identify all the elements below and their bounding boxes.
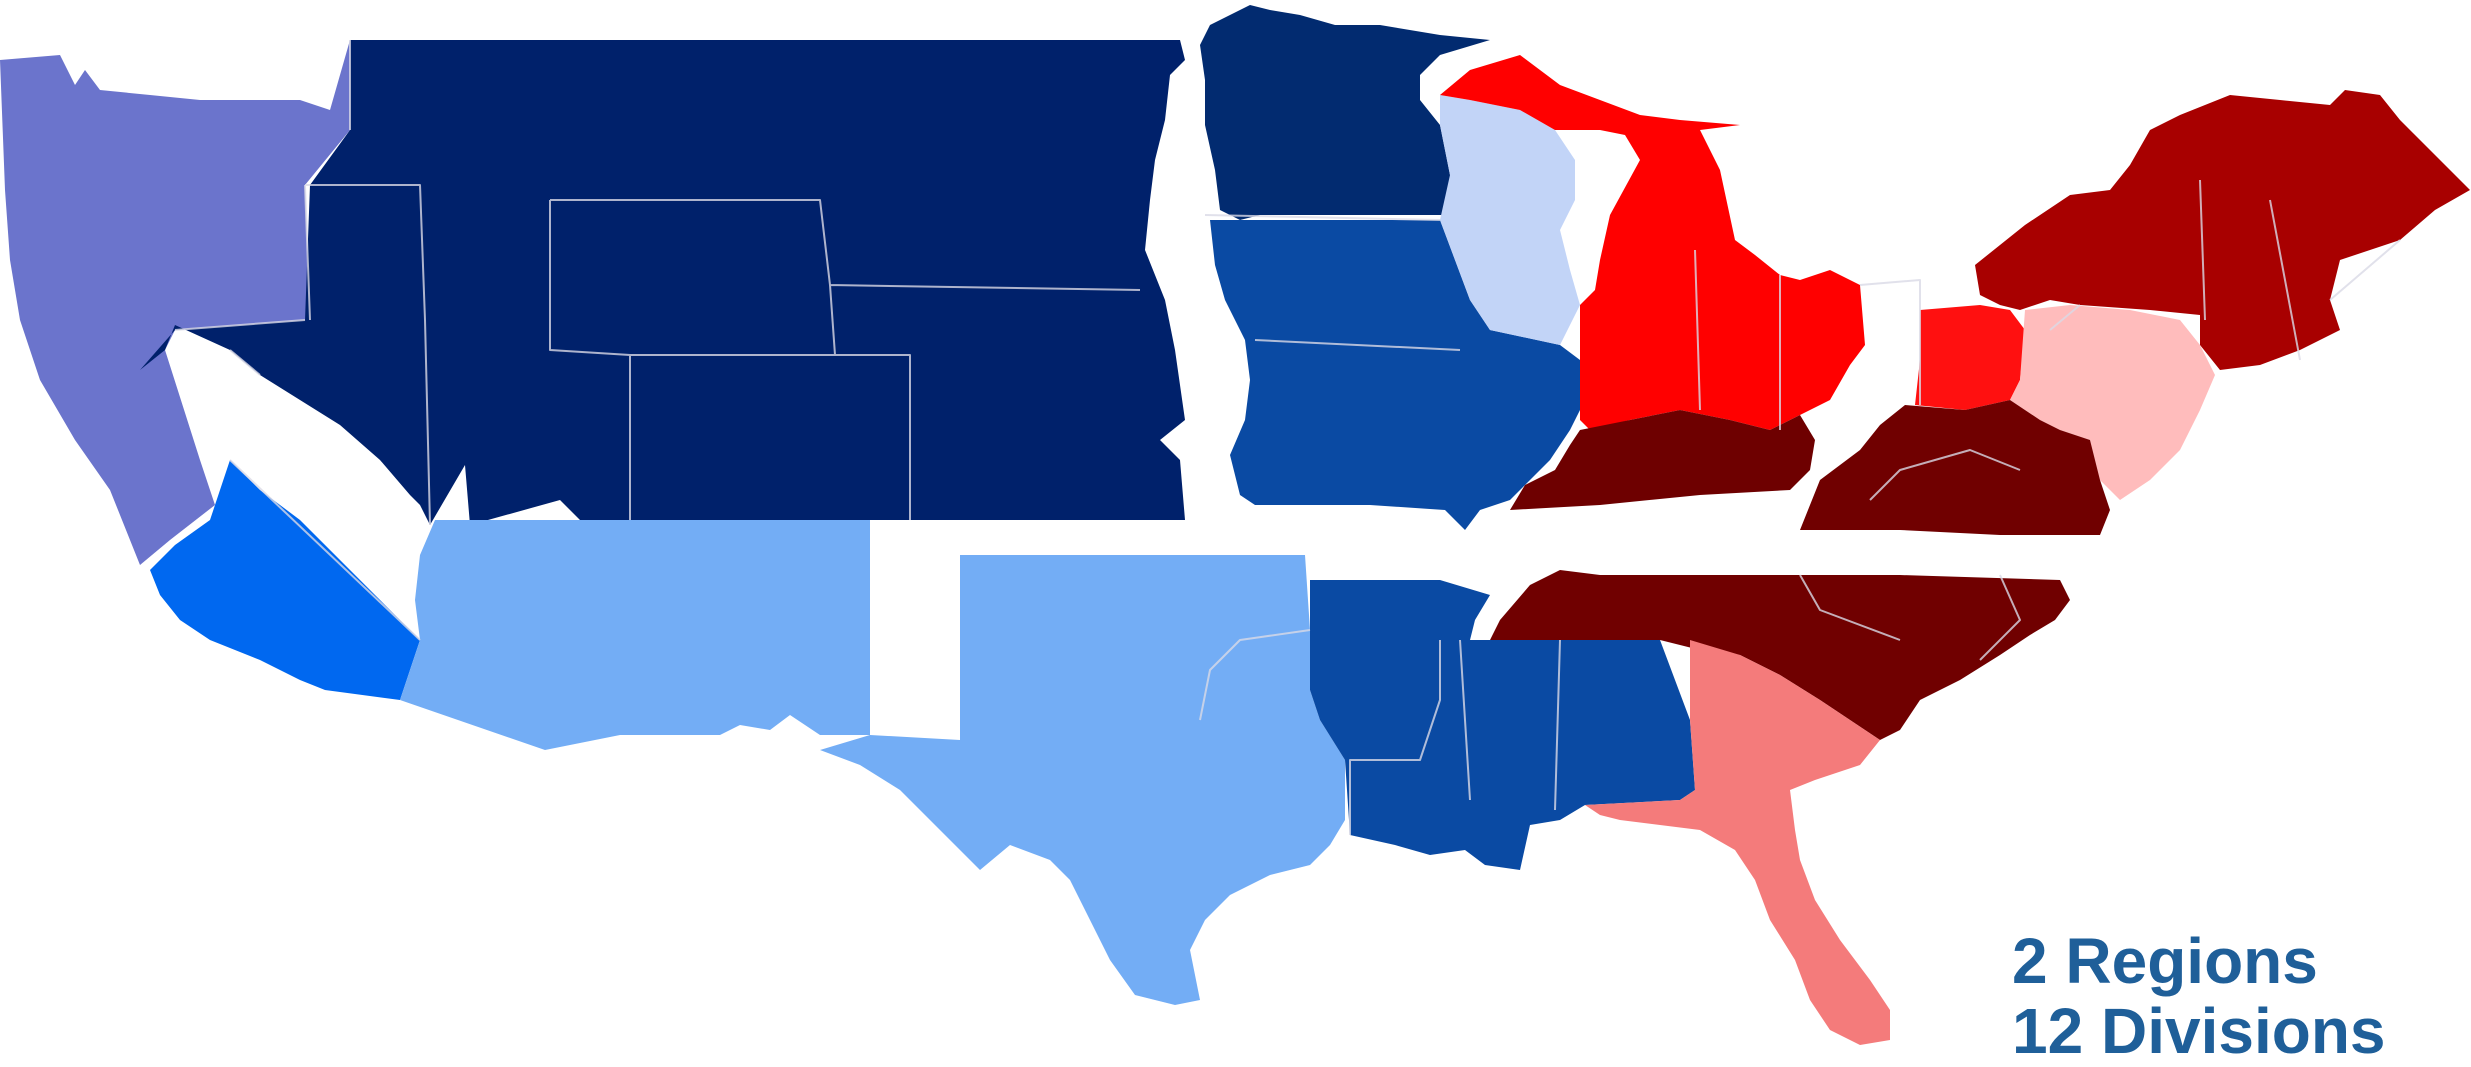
carolinas-division bbox=[1490, 570, 2070, 740]
pennsylvania-west-division bbox=[1915, 305, 2025, 410]
pacific-north-division bbox=[0, 40, 350, 565]
northeast-division bbox=[1975, 90, 2470, 370]
deep-south-division bbox=[1310, 580, 1695, 870]
divisions-count-label: 12 Divisions bbox=[2012, 995, 2386, 1067]
virginia-division bbox=[1800, 400, 2110, 535]
georgia-florida-division bbox=[1585, 640, 1890, 1045]
regions-count-label: 2 Regions bbox=[2012, 925, 2318, 997]
southwest-division bbox=[400, 520, 870, 750]
central-midwest-division bbox=[1210, 220, 1585, 530]
state-borders bbox=[174, 40, 2401, 835]
map-caption: 2 Regions 12 Divisions bbox=[2012, 926, 2386, 1066]
ohio-valley-division bbox=[1510, 410, 1815, 510]
texas-oklahoma-division bbox=[820, 555, 1345, 1005]
upper-midwest-division bbox=[1200, 5, 1490, 220]
california-south-division bbox=[150, 460, 420, 700]
mountain-north-division bbox=[140, 40, 1185, 525]
great-lakes-division bbox=[1440, 55, 1865, 430]
wisconsin-division bbox=[1440, 95, 1580, 345]
mid-atlantic-division bbox=[2010, 305, 2215, 500]
